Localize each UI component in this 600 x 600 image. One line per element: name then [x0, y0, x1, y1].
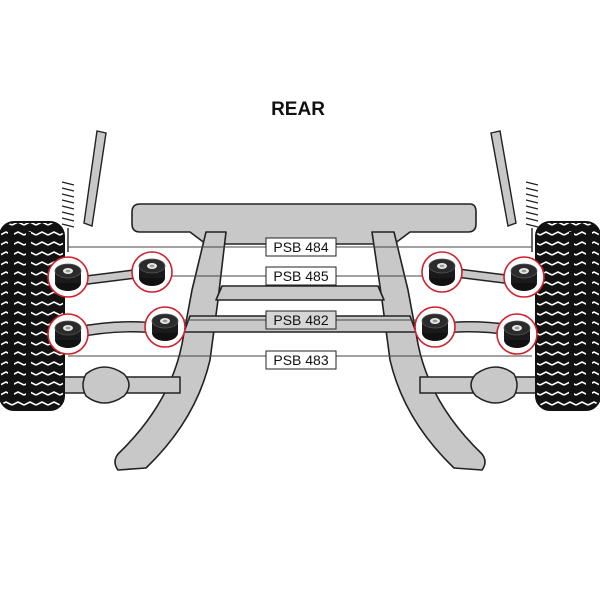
- bushing-callout-outer-lower-right: [496, 313, 538, 355]
- bushing-callout-inner-upper-left: [131, 251, 173, 293]
- driveshaft-left: [61, 366, 181, 404]
- bushing-callout-inner-lower-left: [144, 306, 186, 348]
- svg-text:PSB 482: PSB 482: [273, 312, 328, 328]
- part-label-psb-482: PSB 482: [265, 310, 337, 330]
- bushing-callout-inner-lower-right: [414, 306, 456, 348]
- shock-absorber-right: [490, 130, 517, 227]
- svg-text:PSB 484: PSB 484: [273, 239, 328, 255]
- tyre-right: [535, 221, 600, 411]
- bushing-callout-outer-upper-right: [503, 256, 545, 298]
- part-label-psb-485: PSB 485: [265, 266, 337, 286]
- bushing-callout-outer-lower-left: [47, 313, 89, 355]
- coil-spring-right: [525, 181, 539, 252]
- coil-spring-left: [61, 181, 75, 252]
- part-label-psb-484: PSB 484: [265, 237, 337, 257]
- shock-absorber-left: [83, 130, 107, 227]
- leader-lines: [68, 246, 532, 357]
- driveshaft-right: [419, 366, 539, 404]
- part-label-psb-483: PSB 483: [265, 350, 337, 370]
- svg-text:PSB 483: PSB 483: [273, 352, 328, 368]
- diagram-title: REAR: [271, 99, 325, 120]
- tyre-left: [0, 221, 65, 411]
- bushing-callout-outer-upper-left: [47, 256, 89, 298]
- bushing-callout-inner-upper-right: [421, 251, 463, 293]
- svg-text:PSB 485: PSB 485: [273, 268, 328, 284]
